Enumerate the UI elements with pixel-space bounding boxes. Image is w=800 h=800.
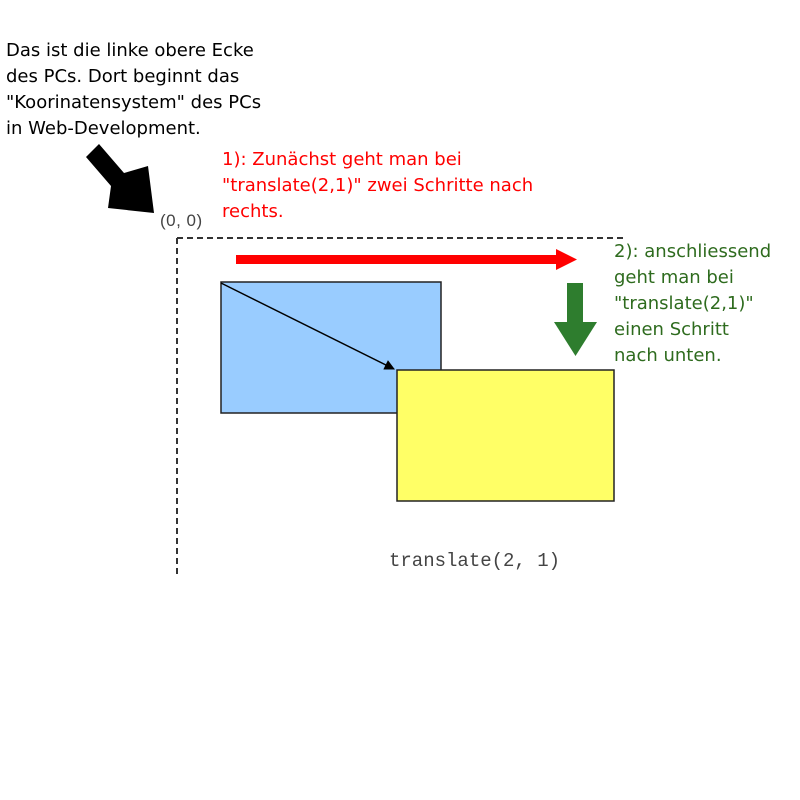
step2-line: "translate(2,1)" (614, 293, 754, 314)
translated-rectangle (396, 369, 615, 502)
black-arrow-icon (86, 144, 154, 213)
red-right-arrow-icon (236, 249, 577, 270)
origin-explanation: Das ist die linke obere Ecke des PCs. Do… (6, 38, 306, 142)
step1-explanation: 1): Zunächst geht man bei "translate(2,1… (222, 147, 592, 225)
transform-caption: translate(2, 1) (389, 550, 561, 572)
origin-label: (0, 0) (160, 211, 203, 230)
step2-explanation: 2): anschliessend geht man bei "translat… (614, 239, 800, 369)
step1-line: rechts. (222, 201, 284, 222)
origin-explanation-line: "Koorinatensystem" des PCs (6, 92, 262, 113)
step2-line: geht man bei (614, 267, 734, 288)
origin-explanation-line: des PCs. Dort beginnt das (6, 66, 240, 87)
step2-line: einen Schritt (614, 319, 729, 340)
step2-line: nach unten. (614, 345, 722, 366)
origin-explanation-line: in Web-Development. (6, 118, 201, 139)
origin-explanation-line: Das ist die linke obere Ecke (6, 40, 254, 61)
green-down-arrow-icon (554, 283, 597, 356)
step1-line: "translate(2,1)" zwei Schritte nach (222, 175, 534, 196)
translation-vector-arrow (220, 282, 395, 370)
step1-line: 1): Zunächst geht man bei (222, 149, 462, 170)
step2-line: 2): anschliessend (614, 241, 772, 262)
